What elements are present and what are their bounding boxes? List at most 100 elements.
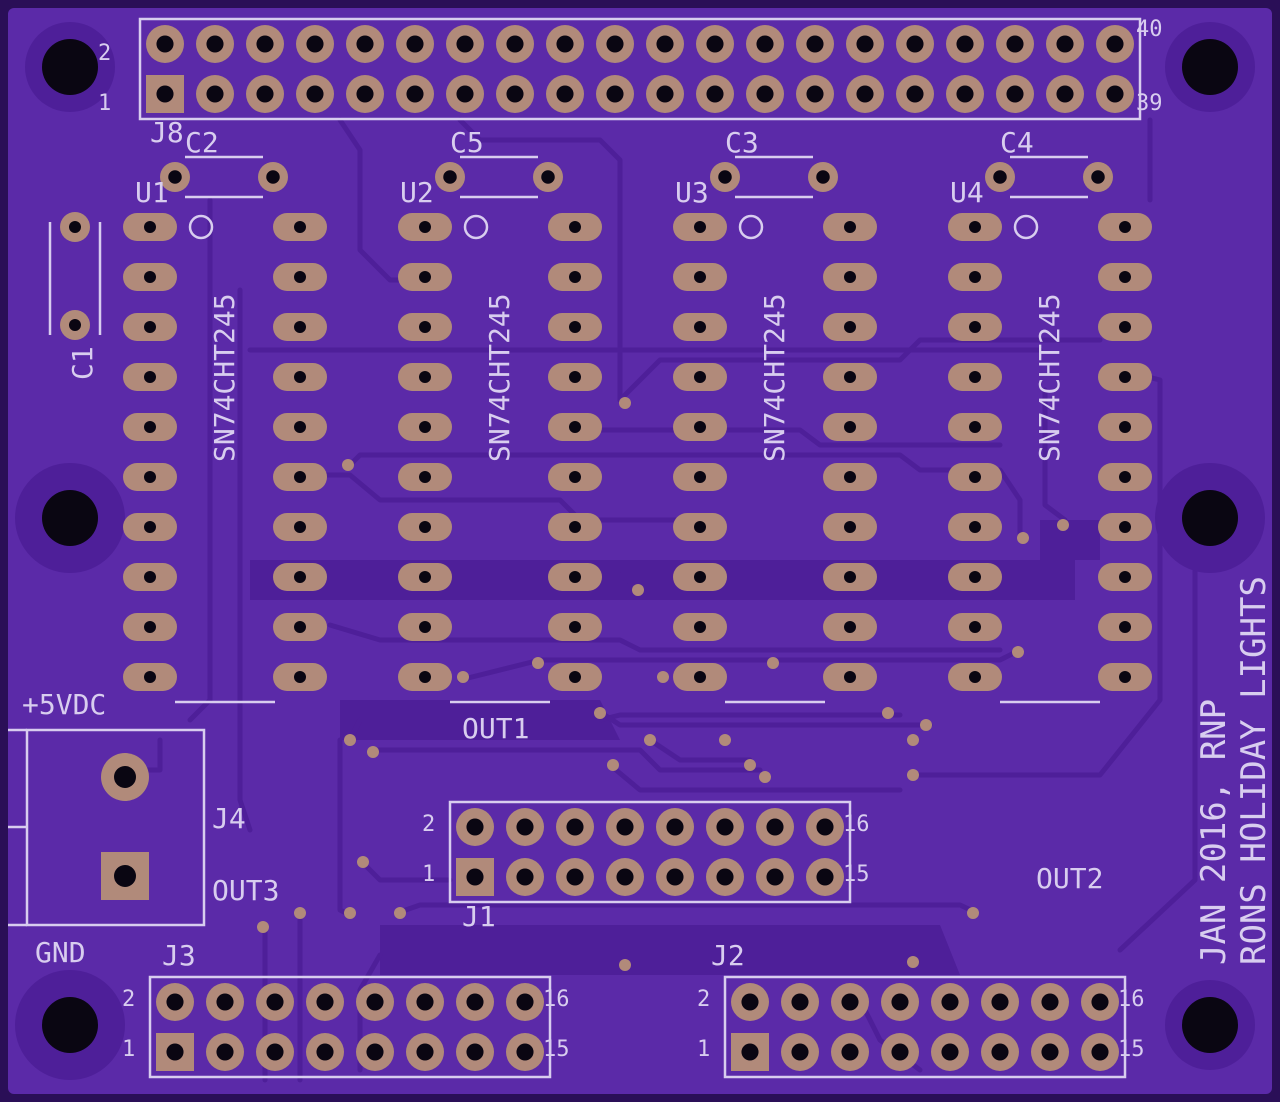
pin-pad (306, 983, 344, 1021)
header-j8-outline (138, 17, 1142, 121)
pin-pad (606, 858, 644, 896)
pin-pad (156, 983, 194, 1021)
output-label-out2: OUT2 (1036, 862, 1103, 895)
connector-pin-label: 16 (543, 987, 570, 1012)
pin-pad (673, 613, 727, 641)
pin-pad (123, 563, 177, 591)
pin-pad (548, 463, 602, 491)
pin-pad (273, 263, 327, 291)
mounting-hole-icon (1165, 980, 1255, 1070)
pin1-marker (1013, 214, 1039, 240)
pin-pad (1081, 1033, 1119, 1071)
connector-j2: 2 1 16 15 J2 (697, 939, 1145, 1079)
connector-pin-label: 15 (843, 862, 870, 887)
pin-pad (823, 463, 877, 491)
pin-pad (548, 213, 602, 241)
pin-pad (496, 25, 534, 63)
pin-pad (948, 613, 1002, 641)
pin-pad (948, 213, 1002, 241)
mounting-hole-icon (25, 22, 115, 112)
pin-pad (346, 75, 384, 113)
chip-ref: U1 (135, 176, 169, 209)
pin-pad (258, 162, 288, 192)
pin-pad (881, 983, 919, 1021)
pin-pad (985, 162, 1015, 192)
pin-pad (1046, 25, 1084, 63)
chip-pins (123, 155, 327, 704)
chip-cap-ref: C5 (450, 126, 484, 159)
pin-pad (846, 25, 884, 63)
connector-pins (456, 808, 844, 896)
pin-pad (746, 75, 784, 113)
connector-pin-label: 2 (122, 987, 135, 1012)
pin-pad (646, 25, 684, 63)
pin-pad (606, 808, 644, 846)
pin-pad (831, 983, 869, 1021)
board-title: RONS HOLIDAY LIGHTS (1234, 576, 1274, 965)
pin-pad (673, 313, 727, 341)
pin-pad (123, 313, 177, 341)
pin-pad (546, 25, 584, 63)
connector-pin-label: 16 (843, 812, 870, 837)
chip-u3: U3 C3 SN74CHT245 (673, 126, 877, 704)
pin1-marker (738, 214, 764, 240)
pin-pad (896, 75, 934, 113)
pin-pad (673, 263, 727, 291)
pin-pad (123, 513, 177, 541)
pin-pad (123, 413, 177, 441)
chip-pins (948, 155, 1152, 704)
pin-pad (548, 413, 602, 441)
pin-pad (246, 25, 284, 63)
pin-pad (823, 413, 877, 441)
pin-pad (548, 513, 602, 541)
mounting-hole-icon (1155, 463, 1265, 573)
pin-pad (796, 75, 834, 113)
pin-pad (396, 25, 434, 63)
pin-pad (731, 983, 769, 1021)
pin-pad (546, 75, 584, 113)
pin1-marker (188, 214, 214, 240)
pin-pad (996, 25, 1034, 63)
pin-pad (806, 808, 844, 846)
power-plus-label: +5VDC (22, 688, 106, 721)
pin-pad (456, 1033, 494, 1071)
pin-pad (398, 413, 452, 441)
pin-pad (398, 613, 452, 641)
chip-pins (673, 155, 877, 704)
chip-ref: U2 (400, 176, 434, 209)
pin-pad (673, 463, 727, 491)
connector-pin-label: 16 (1118, 987, 1145, 1012)
pin-pad (548, 363, 602, 391)
mounting-holes (15, 22, 1265, 1080)
pin-pad (533, 162, 563, 192)
pin-pad (398, 263, 452, 291)
pin-pad (456, 808, 494, 846)
pin-pad (756, 858, 794, 896)
pin-pad (406, 1033, 444, 1071)
pin-pad (273, 663, 327, 691)
connector-ref: J3 (162, 939, 196, 972)
connector-pins (731, 983, 1119, 1071)
pin-pad (1096, 75, 1134, 113)
connector-pin-label: 1 (422, 862, 435, 887)
pin-pad (696, 75, 734, 113)
pin-pad (1098, 613, 1152, 641)
pin-pad (596, 25, 634, 63)
header-j8-pin-label: 39 (1136, 91, 1163, 116)
pin-pad (1098, 313, 1152, 341)
pin-pad (556, 858, 594, 896)
pin-pad (273, 413, 327, 441)
connector-j3: 2 1 16 15 J3 (122, 939, 570, 1079)
connector-pin-label: 2 (422, 812, 435, 837)
chip-u1: U1 C2 SN74CHT245 (123, 126, 327, 704)
pin-pad (806, 858, 844, 896)
pin-pad (506, 808, 544, 846)
chip-cap-ref: C3 (725, 126, 759, 159)
pin-pad (548, 563, 602, 591)
pin-pad (398, 663, 452, 691)
chip-group: U1 C2 SN74CHT245 U2 C5 SN74CHT245 U3 C3 … (123, 126, 1152, 704)
connector-pin-label: 1 (122, 1037, 135, 1062)
chip-part-number: SN74CHT245 (208, 293, 241, 462)
pin-pad (996, 75, 1034, 113)
